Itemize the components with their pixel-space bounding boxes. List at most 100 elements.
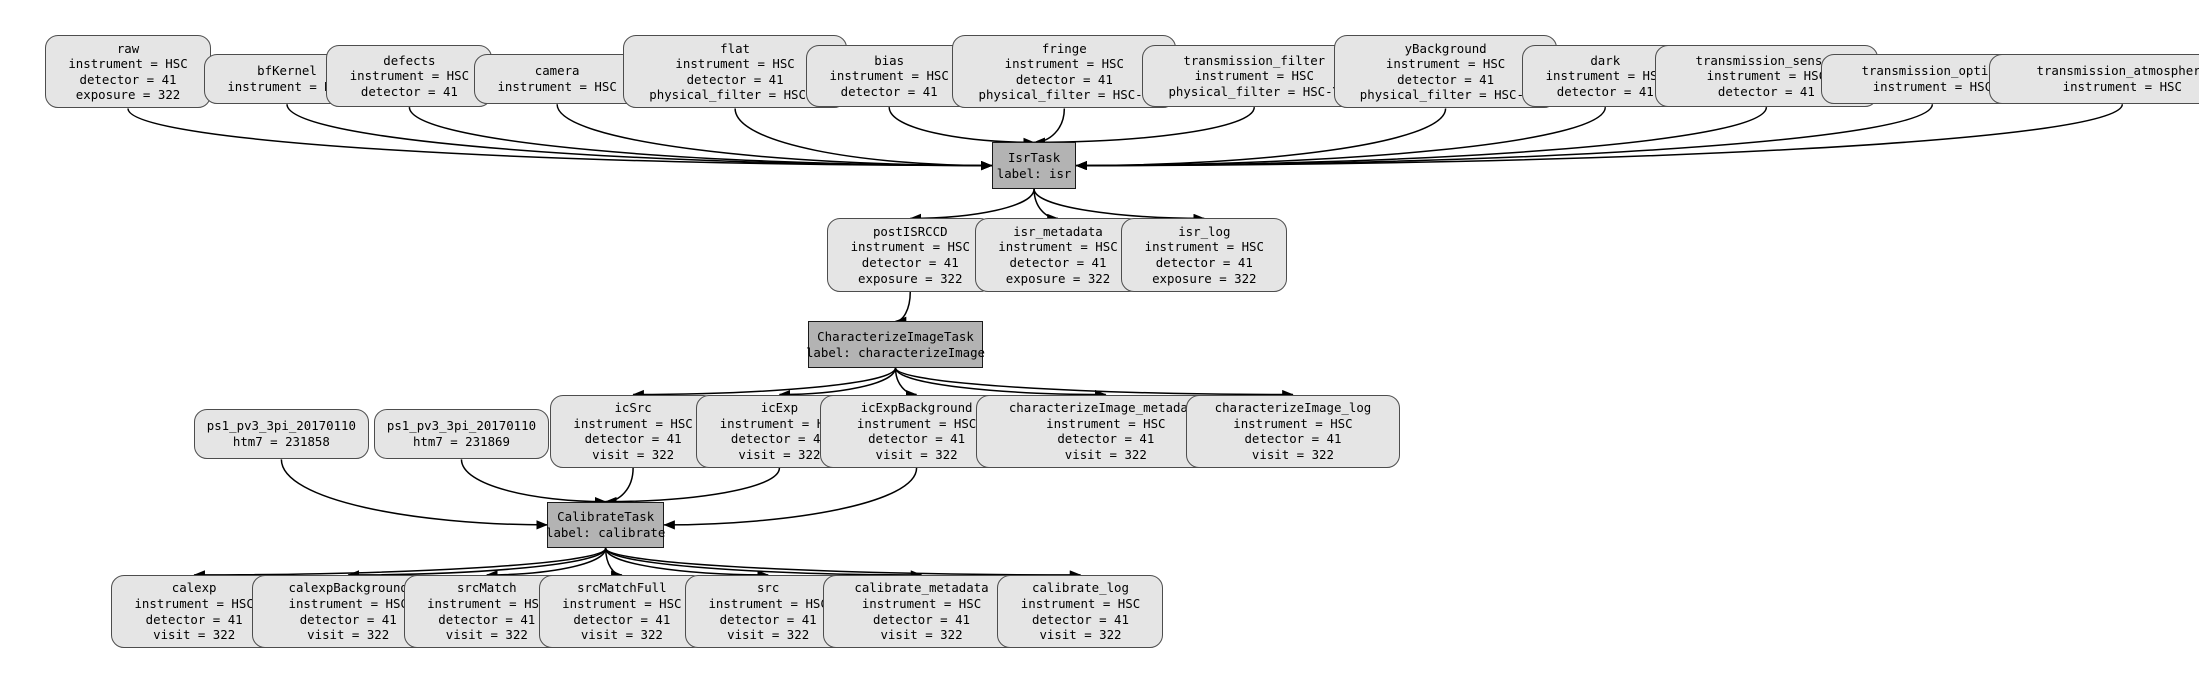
edge-CharacterizeImageTask-to-icExpBackground: [894, 367, 918, 400]
node-detail: visit = 322: [445, 627, 528, 643]
node-detail: instrument = HSC: [1046, 415, 1166, 431]
edge-IsrTask-to-isr_metadata: [1033, 188, 1059, 224]
node-detail: instrument = HSC: [1020, 595, 1141, 611]
node-detail: detector = 41: [1244, 431, 1342, 447]
node-detail: label: characterizeImage: [805, 344, 986, 360]
node-detail: visit = 322: [307, 627, 390, 643]
node-detail: instrument = HSC: [227, 78, 347, 94]
node-detail: instrument = HSC: [719, 415, 840, 431]
node-title: CharacterizeImageTask: [817, 328, 974, 344]
node-detail: physical_filter = HSC-Y: [649, 87, 821, 103]
node-detail: instrument = HSC: [856, 415, 977, 431]
node-title: bfKernel: [257, 63, 317, 79]
node-title: dark: [1590, 52, 1621, 68]
node-title: ps1_pv3_3pi_20170110: [386, 418, 537, 434]
node-detail: visit = 322: [153, 627, 236, 643]
node-detail: detector = 41: [1397, 71, 1495, 87]
node-detail: instrument = HSC: [349, 68, 470, 84]
node-detail: detector = 41: [868, 431, 966, 447]
node-detail: htm7 = 231858: [232, 433, 330, 449]
node-detail: detector = 41: [1155, 255, 1253, 271]
edge-yBackground-to-IsrTask: [1075, 108, 1447, 171]
node-detail: physical_filter = HSC-Y: [1168, 83, 1341, 99]
edge-IsrTask-to-postISRCCD: [909, 188, 1035, 224]
node-detail: visit = 322: [727, 627, 810, 643]
node-detail: instrument = HSC: [562, 595, 682, 611]
node-title: srcMatch: [456, 580, 517, 596]
edge-CalibrateTask-to-calexp: [193, 547, 607, 580]
node-detail: physical_filter = HSC-Y: [1359, 87, 1532, 103]
node-detail: instrument = HSC: [1194, 68, 1314, 84]
node-title: raw: [116, 40, 140, 56]
node-detail: instrument = HSC: [427, 595, 547, 611]
node-title: icExpBackground: [860, 399, 973, 415]
node-detail: visit = 322: [580, 627, 663, 643]
edge-bias-to-IsrTask: [888, 106, 1035, 147]
node-title: yBackground: [1404, 40, 1487, 56]
node-detail: detector = 41: [873, 611, 970, 627]
node-detail: instrument = HSC: [1706, 68, 1827, 84]
node-title: transmission_atmosphere: [2036, 63, 2199, 79]
node-detail: instrument = HSC: [708, 595, 828, 611]
edge-dark-to-IsrTask: [1075, 106, 1607, 171]
node-title: fringe: [1041, 40, 1087, 56]
node-detail: instrument = HSC: [850, 239, 970, 255]
node-title: IsrTask: [1007, 149, 1061, 165]
edge-CharacterizeImageTask-to-characterizeImage_log: [894, 367, 1294, 400]
node-detail: instrument = HSC: [1545, 68, 1665, 84]
edge-transmission_sensor-to-IsrTask: [1075, 106, 1768, 171]
node-detail: instrument = HSC: [1144, 239, 1264, 255]
edge-ps1_231858-to-CalibrateTask: [280, 459, 548, 530]
edge-CalibrateTask-to-srcMatchFull: [604, 548, 623, 580]
node-detail: physical_filter = HSC-Y: [978, 87, 1151, 103]
node-title: characterizeImage_metadata: [1008, 399, 1203, 415]
edge-CalibrateTask-to-calibrate_log: [604, 547, 1082, 580]
node-title: defects: [383, 52, 436, 68]
edge-CharacterizeImageTask-to-characterizeImage_metadata: [894, 367, 1107, 400]
node-detail: detector = 41: [79, 71, 177, 87]
node-detail: exposure = 322: [858, 270, 963, 286]
node-detail: instrument = HSC: [288, 595, 408, 611]
node-title: srcMatchFull: [577, 580, 667, 596]
node-detail: detector = 41: [1031, 611, 1129, 627]
node-detail: detector = 41: [438, 611, 536, 627]
node-detail: detector = 41: [1556, 83, 1654, 99]
edge-CharacterizeImageTask-to-icSrc: [632, 367, 897, 400]
node-detail: visit = 322: [880, 627, 963, 643]
node-title: transmission_optics: [1861, 63, 2004, 79]
node-detail: visit = 322: [738, 446, 821, 462]
node-detail: instrument = HSC: [861, 595, 982, 611]
edge-fringe-to-IsrTask: [1033, 108, 1066, 147]
node-detail: detector = 41: [573, 611, 671, 627]
node-detail: exposure = 322: [1005, 270, 1111, 286]
node-detail: label: isr: [996, 165, 1072, 181]
node-detail: instrument = HSC: [1872, 78, 1993, 94]
edge-CalibrateTask-to-calibrate_metadata: [604, 547, 923, 580]
node-detail: instrument = HSC: [998, 239, 1118, 255]
node-title: characterizeImage_log: [1214, 399, 1372, 415]
node-title: CalibrateTask: [557, 509, 655, 525]
